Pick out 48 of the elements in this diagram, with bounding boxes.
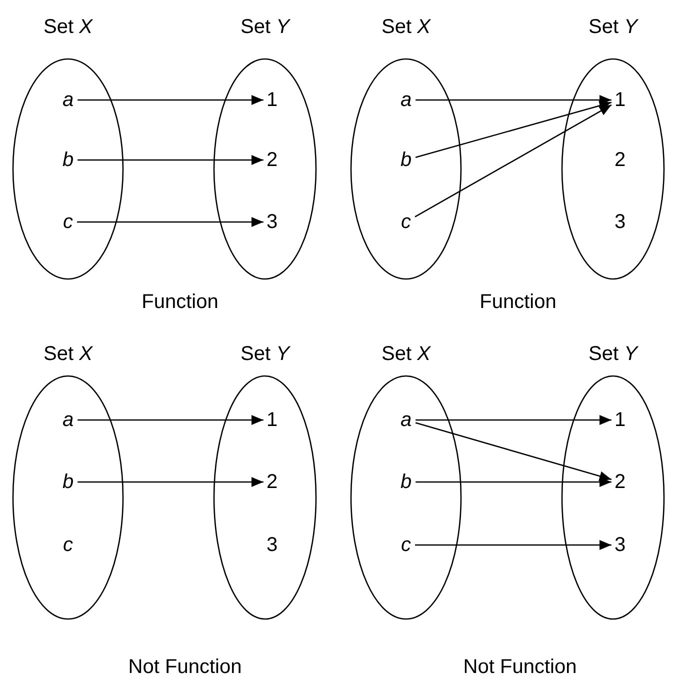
set-element: b — [399, 471, 413, 493]
arrow — [78, 155, 264, 165]
set-heading: Set Y — [240, 15, 292, 39]
set-element: a — [399, 409, 413, 431]
arrow — [414, 104, 612, 218]
set-heading: Set Y — [588, 342, 640, 366]
set-element: b — [61, 149, 75, 171]
set-element: 2 — [613, 149, 627, 171]
mapping-caption: Not Function — [128, 655, 242, 679]
arrow — [416, 415, 612, 425]
set-element: c — [62, 534, 74, 556]
arrow — [416, 95, 612, 105]
arrow — [415, 540, 612, 550]
set-heading: Set X — [380, 342, 432, 366]
set-element: 3 — [613, 534, 627, 556]
set-heading: Set X — [42, 342, 94, 366]
set-heading: Set Y — [588, 15, 640, 39]
set-element: b — [61, 471, 75, 493]
mapping-caption: Not Function — [463, 655, 577, 679]
set-element: c — [400, 534, 412, 556]
set-element: 1 — [613, 89, 627, 111]
set-heading: Set Y — [240, 342, 292, 366]
mapping-caption: Function — [142, 290, 218, 314]
arrow — [416, 477, 612, 487]
set-element: 3 — [613, 211, 627, 233]
set-heading: Set X — [42, 15, 94, 39]
arrow — [78, 95, 264, 105]
set-element: 1 — [613, 409, 627, 431]
set-element: 1 — [265, 409, 279, 431]
set-element: 1 — [265, 89, 279, 111]
set-element: c — [400, 211, 412, 233]
set-heading: Set X — [380, 15, 432, 39]
set-element: c — [62, 211, 74, 233]
set-element: 3 — [265, 211, 279, 233]
arrow — [415, 100, 612, 158]
set-element: b — [399, 149, 413, 171]
arrow — [78, 477, 264, 487]
set-element: 3 — [265, 534, 279, 556]
set-element: a — [399, 89, 413, 111]
set-element: 2 — [265, 149, 279, 171]
set-element: 2 — [613, 471, 627, 493]
set-element: 2 — [265, 471, 279, 493]
arrow — [415, 422, 612, 481]
arrow — [78, 415, 264, 425]
arrow — [77, 217, 264, 227]
set-element: a — [61, 89, 75, 111]
set-element: a — [61, 409, 75, 431]
mapping-caption: Function — [480, 290, 556, 314]
